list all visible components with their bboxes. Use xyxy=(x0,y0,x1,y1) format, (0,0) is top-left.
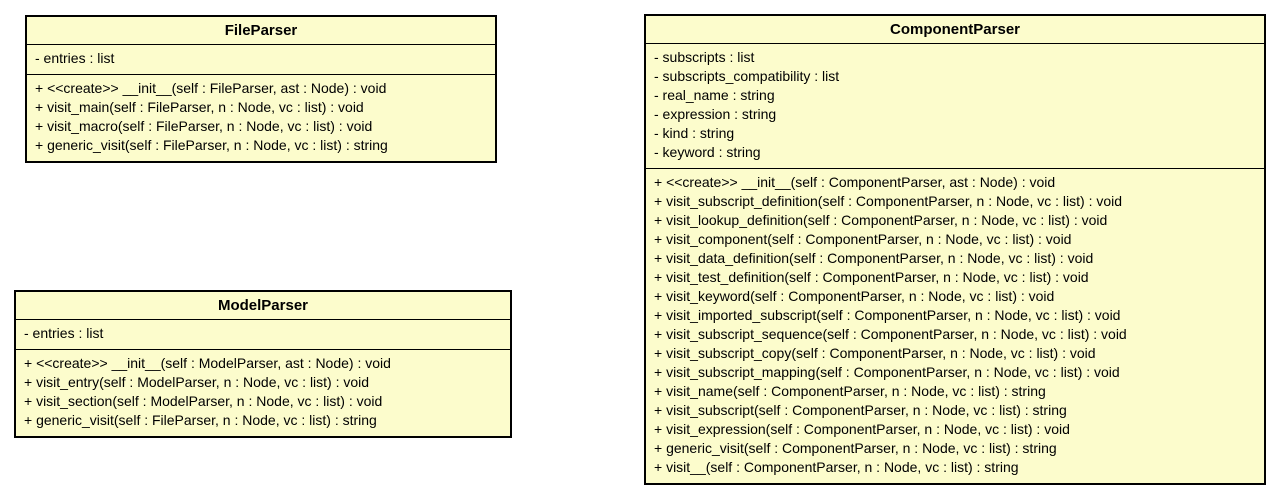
method-row: + visit_main(self : FileParser, n : Node… xyxy=(35,99,364,115)
method-row: + visit_keyword(self : ComponentParser, … xyxy=(654,288,1055,304)
method-row: + visit_subscript_sequence(self : Compon… xyxy=(654,326,1127,342)
method-row: + <<create>> __init__(self : FileParser,… xyxy=(35,80,387,96)
method-row: + visit_test_definition(self : Component… xyxy=(654,269,1089,285)
method-row: + visit_subscript_mapping(self : Compone… xyxy=(654,364,1120,380)
class-title: FileParser xyxy=(27,17,495,45)
class-title: ModelParser xyxy=(16,292,510,320)
attributes-compartment: - entries : list xyxy=(27,45,495,75)
attributes-compartment: - subscripts : list - subscripts_compati… xyxy=(646,44,1264,169)
attribute-row: - expression : string xyxy=(654,106,777,122)
method-row: + visit_macro(self : FileParser, n : Nod… xyxy=(35,118,373,134)
method-row: + visit_name(self : ComponentParser, n :… xyxy=(654,383,1046,399)
method-row: + visit_entry(self : ModelParser, n : No… xyxy=(24,374,370,390)
method-row: + visit_imported_subscript(self : Compon… xyxy=(654,307,1121,323)
method-row: + visit_subscript(self : ComponentParser… xyxy=(654,402,1067,418)
attribute-row: - entries : list xyxy=(24,325,104,341)
method-row: + generic_visit(self : FileParser, n : N… xyxy=(35,137,388,153)
attributes-compartment: - entries : list xyxy=(16,320,510,350)
attribute-row: - real_name : string xyxy=(654,87,775,103)
method-row: + visit__(self : ComponentParser, n : No… xyxy=(654,459,1019,475)
method-row: + visit_expression(self : ComponentParse… xyxy=(654,421,1070,437)
class-title: ComponentParser xyxy=(646,16,1264,44)
methods-compartment: + <<create>> __init__(self : ModelParser… xyxy=(16,350,510,436)
class-box-componentparser: ComponentParser - subscripts : list - su… xyxy=(644,14,1266,485)
method-row: + <<create>> __init__(self : ComponentPa… xyxy=(654,174,1056,190)
methods-compartment: + <<create>> __init__(self : FileParser,… xyxy=(27,75,495,161)
method-row: + visit_subscript_definition(self : Comp… xyxy=(654,193,1123,209)
method-row: + generic_visit(self : FileParser, n : N… xyxy=(24,412,377,428)
method-row: + visit_component(self : ComponentParser… xyxy=(654,231,1072,247)
method-row: + visit_section(self : ModelParser, n : … xyxy=(24,393,383,409)
class-box-fileparser: FileParser - entries : list + <<create>>… xyxy=(25,15,497,163)
attribute-row: - kind : string xyxy=(654,125,735,141)
attribute-row: - subscripts : list xyxy=(654,49,755,65)
method-row: + generic_visit(self : ComponentParser, … xyxy=(654,440,1057,456)
attribute-row: - entries : list xyxy=(35,50,115,66)
method-row: + visit_lookup_definition(self : Compone… xyxy=(654,212,1108,228)
method-row: + <<create>> __init__(self : ModelParser… xyxy=(24,355,391,371)
class-box-modelparser: ModelParser - entries : list + <<create>… xyxy=(14,290,512,438)
method-row: + visit_subscript_copy(self : ComponentP… xyxy=(654,345,1096,361)
attribute-row: - keyword : string xyxy=(654,144,761,160)
method-row: + visit_data_definition(self : Component… xyxy=(654,250,1094,266)
methods-compartment: + <<create>> __init__(self : ComponentPa… xyxy=(646,169,1264,483)
attribute-row: - subscripts_compatibility : list xyxy=(654,68,840,84)
